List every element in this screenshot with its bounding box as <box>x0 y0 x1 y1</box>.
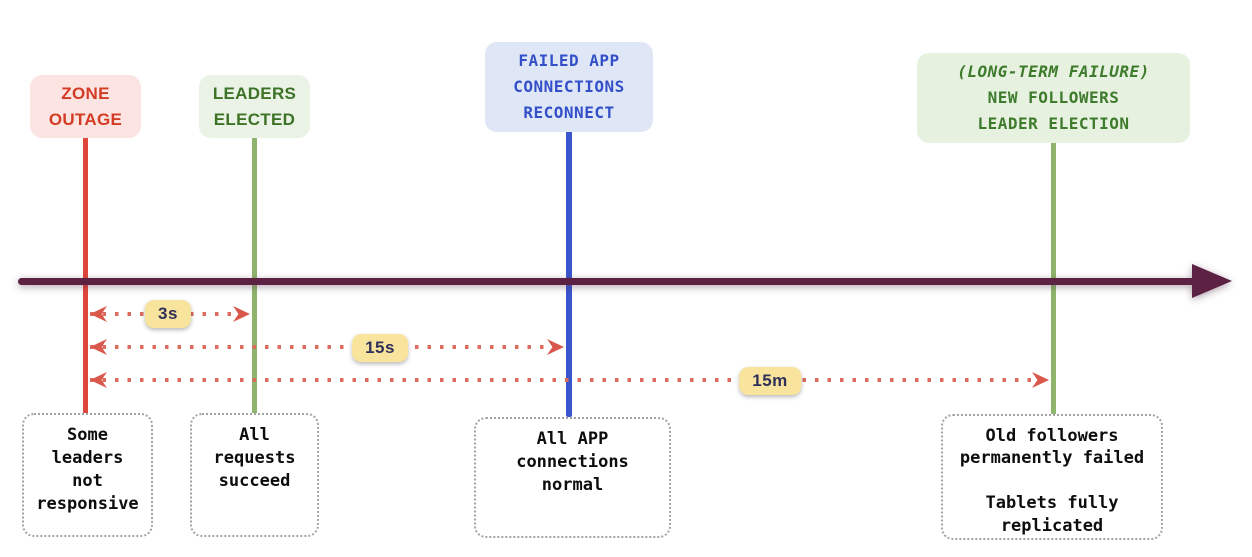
label-line: CONNECTIONS <box>513 76 625 96</box>
label-line: FAILED APP <box>518 51 620 70</box>
note-line: connections <box>516 452 629 473</box>
failed-app-connections-label: FAILED APP CONNECTIONS RECONNECT <box>485 42 653 132</box>
label-line: LEADER ELECTION <box>977 113 1130 133</box>
note-line <box>943 470 1161 492</box>
duration-badge-15s: 15s <box>352 334 408 362</box>
note-line: Tablets fully <box>985 493 1119 514</box>
duration-arrow-15s <box>90 345 564 349</box>
duration-badge-15m: 15m <box>739 367 801 395</box>
note-line: requests <box>213 448 296 469</box>
label-line: RECONNECT <box>523 102 615 122</box>
new-followers-election-label: (LONG-TERM FAILURE) NEW FOLLOWERS LEADER… <box>917 53 1190 143</box>
zone-outage-note: Some leaders not responsive <box>22 413 153 537</box>
label-line: NEW FOLLOWERS <box>987 87 1120 107</box>
app-connections-note: All APP connections normal <box>474 417 671 538</box>
label-line: LEADERS <box>212 84 297 103</box>
note-line: permanently failed <box>959 448 1145 469</box>
timeline-axis-arrowhead-icon <box>1192 264 1232 298</box>
note-line: not <box>72 471 103 492</box>
zone-outage-label: ZONE OUTAGE <box>30 75 141 138</box>
note-line: All APP <box>536 429 609 449</box>
leaders-elected-line <box>252 127 257 415</box>
label-line: ZONE <box>61 84 110 103</box>
new-followers-election-line <box>1051 131 1056 415</box>
label-line: OUTAGE <box>48 109 123 129</box>
note-line: Old followers <box>985 426 1119 446</box>
label-line: (LONG-TERM FAILURE) <box>957 62 1150 81</box>
duration-badge-3s: 3s <box>145 300 191 328</box>
failed-app-connections-line <box>566 128 572 417</box>
old-followers-note: Old followers permanently failed Tablets… <box>941 414 1163 540</box>
leaders-elected-note: All requests succeed <box>190 413 319 537</box>
label-line: ELECTED <box>213 109 296 129</box>
note-line: responsive <box>36 494 139 515</box>
leaders-elected-label: LEADERS ELECTED <box>199 75 310 138</box>
note-line: normal <box>541 475 604 496</box>
note-line: Some <box>67 425 108 445</box>
note-line: replicated <box>1000 515 1104 536</box>
note-line: All <box>239 425 270 445</box>
zone-outage-line <box>83 133 88 415</box>
note-line: leaders <box>51 448 124 469</box>
timeline-axis-shaft <box>18 278 1198 285</box>
note-line: succeed <box>218 471 291 492</box>
duration-arrow-15m <box>90 378 1049 382</box>
